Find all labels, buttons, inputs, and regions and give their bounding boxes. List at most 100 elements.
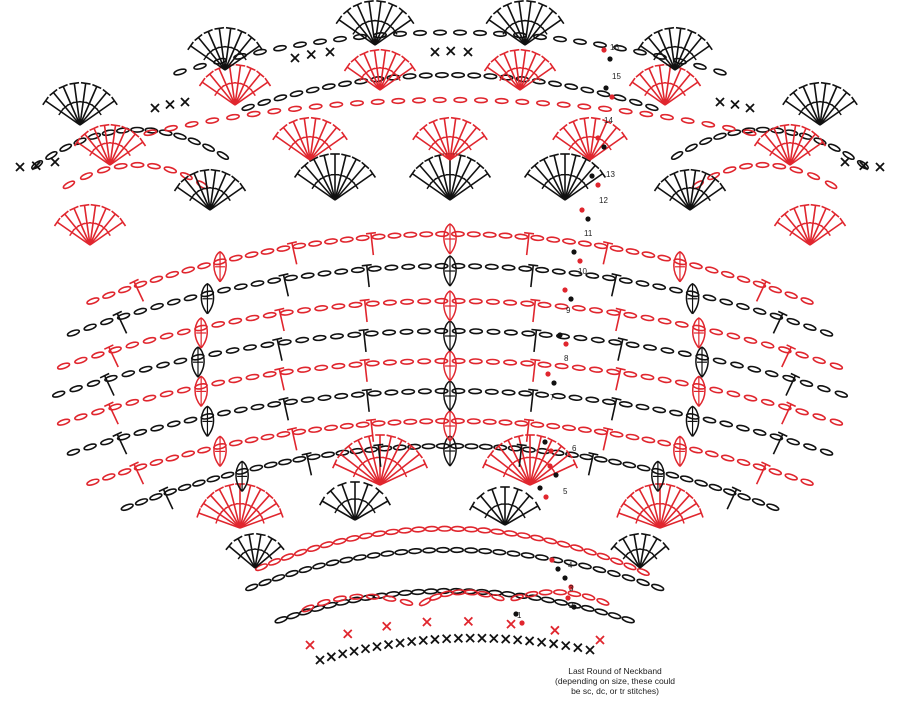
stitch-top-bar — [629, 534, 638, 536]
single-crochet-cross — [431, 48, 439, 56]
round-start-dot — [545, 371, 550, 376]
post-top — [359, 329, 369, 330]
stitch-top-bar — [840, 218, 846, 226]
chain-stitch — [413, 98, 426, 103]
chain-stitch — [541, 597, 554, 604]
stitch-top-bar — [211, 170, 221, 171]
stitch-top-bar — [413, 132, 419, 140]
stitch-top-bar — [215, 28, 225, 29]
stitch-crossbar — [429, 144, 434, 151]
stitch-top-bar — [80, 205, 90, 206]
chain-stitch — [102, 291, 115, 300]
chain-stitch — [470, 299, 483, 304]
chain-stitch — [229, 318, 242, 325]
note-line-1: Last Round of Neckband — [540, 666, 690, 676]
chain-stitch — [539, 590, 552, 595]
round-start-dot — [562, 287, 567, 292]
chain-stitch — [454, 30, 466, 35]
chain-stitch — [280, 309, 293, 315]
post-top — [524, 233, 534, 234]
chain-stitch — [102, 129, 115, 136]
cluster-stitch — [214, 436, 226, 466]
single-crochet-cross — [443, 635, 451, 643]
chain-stitch — [675, 380, 688, 387]
chain-stitch — [315, 365, 328, 371]
chain-stitch — [180, 171, 193, 180]
chain-stitch — [626, 434, 639, 441]
post-top — [287, 242, 297, 244]
chain-stitch — [317, 599, 330, 607]
chain-stitch — [666, 471, 679, 479]
stitch-top-bar — [680, 170, 690, 171]
chain-stitch — [366, 361, 379, 366]
chain-stitch — [268, 558, 281, 567]
chain-stitch — [603, 275, 616, 281]
chain-stitch — [502, 390, 515, 395]
round-start-dot — [579, 207, 584, 212]
stitch-top-bar — [621, 499, 626, 507]
post-line — [589, 454, 594, 475]
chain-stitch — [423, 548, 436, 553]
post-top — [366, 419, 376, 420]
shell-fan — [483, 435, 578, 485]
chain-stitch — [197, 262, 210, 270]
stitch-top-bar — [553, 132, 559, 140]
post-line — [117, 313, 126, 333]
chain-stitch — [251, 404, 264, 411]
stitch-crossbar — [90, 149, 95, 156]
cluster-stitch — [444, 351, 456, 381]
stitch-top-bar — [234, 536, 242, 541]
chain-stitch — [352, 267, 365, 273]
round-start-dot — [571, 249, 576, 254]
chain-stitch — [285, 275, 298, 281]
chain-stitch — [334, 36, 347, 42]
single-crochet-cross — [327, 653, 335, 661]
stitch-top-bar — [311, 118, 321, 119]
chain-stitch — [653, 407, 666, 414]
chain-stitch — [744, 337, 757, 345]
stitch-top-bar — [295, 170, 301, 178]
chain-stitch — [761, 341, 774, 349]
single-crochet-cross — [385, 641, 393, 649]
chain-stitch — [207, 475, 220, 483]
chain-stitch — [330, 102, 343, 108]
chain-stitch — [519, 266, 532, 271]
chain-stitch — [373, 530, 386, 536]
chain-stitch — [365, 331, 378, 336]
cluster-stitch — [686, 284, 698, 314]
chain-stitch — [502, 265, 515, 270]
stitch-top-bar — [591, 118, 601, 119]
chain-stitch — [234, 407, 247, 414]
shell-fan — [226, 534, 284, 568]
chain-stitch — [298, 367, 311, 373]
single-crochet-cross — [51, 158, 59, 166]
shell-fan — [630, 65, 701, 105]
chain-stitch — [229, 377, 242, 384]
chain-stitch — [521, 301, 534, 306]
cluster-stitch — [192, 347, 204, 377]
round-number-14: 14 — [604, 116, 613, 125]
chain-stitch — [707, 171, 720, 180]
chain-stitch — [247, 111, 260, 117]
chain-stitch — [703, 294, 716, 301]
stitch-top-bar — [811, 205, 821, 206]
chain-stitch — [474, 30, 487, 35]
single-crochet-cross — [507, 620, 515, 628]
stitch-top-bar — [43, 97, 49, 105]
post-top — [616, 368, 626, 370]
chain-stitch — [57, 362, 70, 370]
chain-stitch — [538, 362, 551, 368]
chain-stitch — [272, 574, 285, 582]
chain-stitch — [468, 419, 481, 424]
chain-stitch — [226, 347, 239, 354]
round-13-chain-right — [671, 128, 870, 171]
chain-stitch — [403, 74, 416, 79]
chain-stitch — [290, 90, 303, 97]
chain-stitch — [531, 422, 544, 428]
chain-stitch — [173, 132, 186, 140]
cluster-stitch — [674, 252, 686, 282]
stitch-top-bar — [370, 170, 376, 178]
chain-stitch — [452, 329, 464, 334]
stitch-top-bar — [140, 138, 146, 146]
chain-stitch — [637, 567, 650, 576]
